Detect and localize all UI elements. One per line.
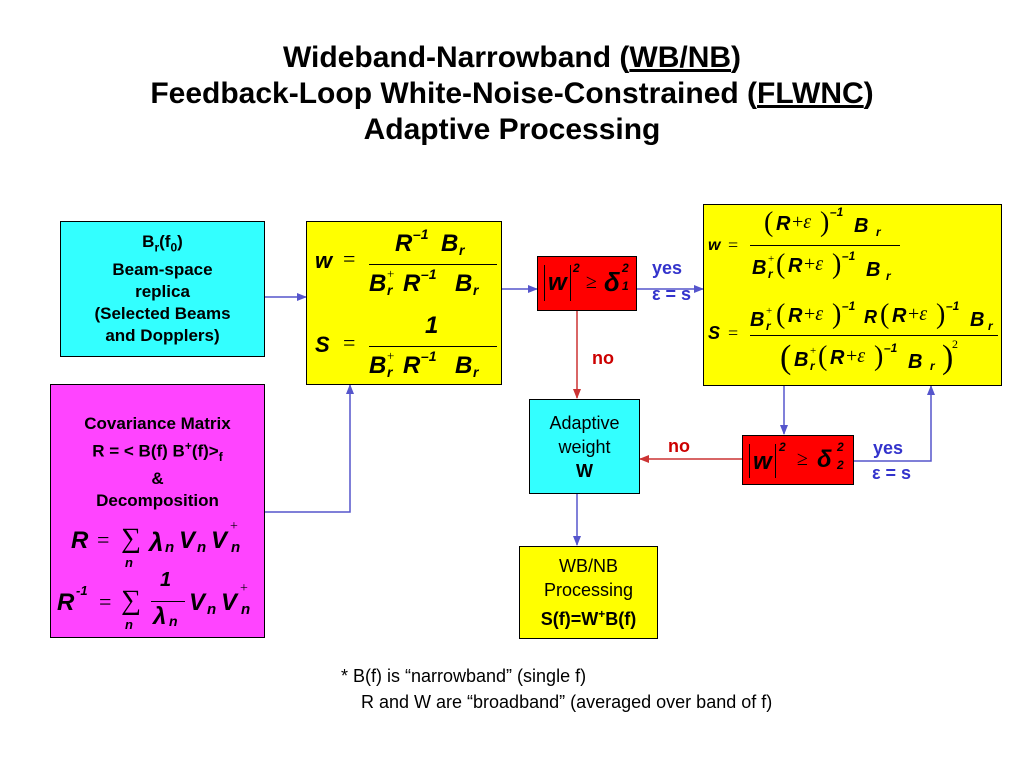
arrow-test2-yes-to-right bbox=[854, 385, 935, 462]
adaptive-line-3: W bbox=[576, 460, 593, 481]
wbnb-processing-box: WB/NB Processing S(f)=W+B(f) bbox=[519, 546, 658, 639]
adaptive-line-2: weight bbox=[558, 436, 611, 457]
wbnb-line-3: S(f)=W+B(f) bbox=[540, 607, 637, 629]
replica-line-3: replica bbox=[135, 281, 190, 301]
cov-line-4: Decomposition bbox=[96, 491, 219, 511]
footnote-line-2: R and W are “broadband” (averaged over b… bbox=[361, 692, 773, 712]
cov-line-3: & bbox=[151, 469, 164, 489]
wbnb-line-2: Processing bbox=[543, 580, 634, 600]
cov-line-1: Covariance Matrix bbox=[84, 414, 231, 433]
title-line-2: Feedback-Loop White-Noise-Constrained (F… bbox=[150, 77, 874, 110]
adaptive-line-1: Adaptive bbox=[549, 412, 620, 433]
constrained-weight-box: w = ( R +ε ) –1 B r B + r ( R +ε ) –1 B … bbox=[703, 204, 1002, 386]
replica-line-2: Beam-space bbox=[112, 259, 213, 279]
no-label-2: no bbox=[668, 436, 690, 456]
epsilon-label-1: ε = s bbox=[652, 284, 692, 304]
replica-line-4: (Selected Beams bbox=[94, 303, 231, 323]
inverse-decomposition-formula: R -1 = ∑ n 1 λ n V n V + n bbox=[57, 569, 251, 632]
title-line-1: Wideband-Narrowband (WB/NB) bbox=[282, 41, 742, 74]
cov-line-2: R = < B(f) B+(f)>f bbox=[92, 439, 223, 465]
no-label-1: no bbox=[592, 348, 614, 368]
covariance-box: Covariance Matrix R = < B(f) B+(f)>f & D… bbox=[50, 384, 265, 638]
w-symbol: w bbox=[315, 248, 333, 273]
epsilon-label-2: ε = s bbox=[872, 463, 912, 483]
cov-text: Covariance Matrix R = < B(f) B+(f)>f & D… bbox=[51, 413, 264, 512]
yes-label-2: yes bbox=[873, 438, 904, 458]
constraint-test-1: w 2 ≥ δ 2 1 bbox=[537, 256, 637, 311]
constraint-test-2: w 2 ≥ δ 2 2 bbox=[742, 435, 854, 485]
s-symbol: S bbox=[315, 332, 330, 357]
weight-formula-box: w = R –1 B r B + r R –1 B r S = 1 B + r … bbox=[306, 221, 502, 385]
arrow-cov-to-formula bbox=[265, 384, 354, 513]
yes-label-1: yes bbox=[652, 258, 683, 278]
adaptive-weight-box: Adaptive weight W bbox=[529, 399, 640, 494]
title-line-3: Adaptive Processing bbox=[363, 113, 661, 146]
replica-line-5: and Dopplers) bbox=[105, 325, 220, 345]
replica-symbol: Br(f0) bbox=[142, 232, 183, 255]
wbnb-line-1: WB/NB bbox=[558, 556, 618, 576]
eigen-decomposition-formula: R = ∑ n λ n V n V + n bbox=[71, 519, 241, 570]
replica-box: Br(f0) Beam-space replica (Selected Beam… bbox=[60, 221, 265, 357]
page-title: Wideband-Narrowband (WB/NB) Feedback-Loo… bbox=[0, 40, 1024, 148]
footnote-line-1: * B(f) is “narrowband” (single f) bbox=[341, 666, 587, 686]
